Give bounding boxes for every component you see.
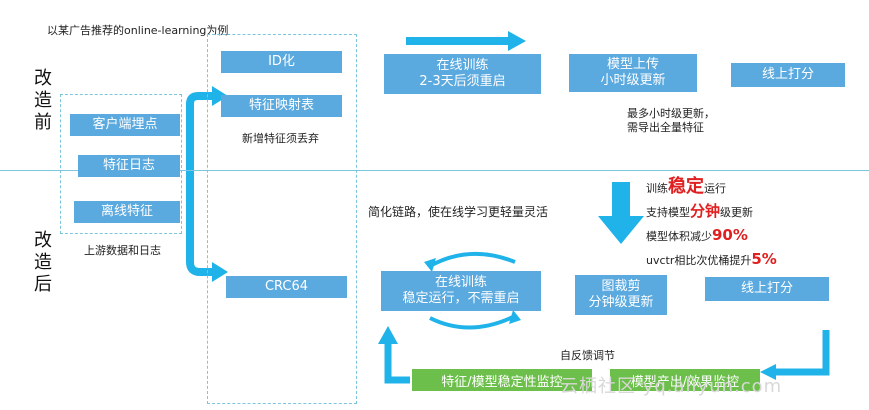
feedback-loop xyxy=(384,330,830,384)
client-tracking-box: 客户端埋点 xyxy=(70,114,180,136)
model-upload-box: 模型上传 小时级更新 xyxy=(569,54,697,92)
improvement-item: uvctr相比次优桶提升5% xyxy=(646,248,777,272)
improvement-text: uvctr相比次优桶提升 xyxy=(646,254,752,267)
before-train-line2: 2-3天后须重启 xyxy=(419,74,506,89)
upload-line2: 小时级更新 xyxy=(600,73,666,88)
after-online-training-box: 在线训练 稳定运行，不需重启 xyxy=(381,271,541,311)
improvement-text: 运行 xyxy=(704,182,726,195)
after-online-scoring-box: 线上打分 xyxy=(705,277,829,301)
feedback-head-left xyxy=(378,326,398,344)
rotation-arrows xyxy=(429,252,516,330)
rotation-head-2 xyxy=(509,310,521,324)
improvement-highlight: 稳定 xyxy=(668,176,704,197)
prune-line2: 分钟级更新 xyxy=(588,295,654,310)
feedback-head-right xyxy=(760,364,776,380)
improvement-text: 训练 xyxy=(646,182,668,195)
before-note: 最多小时级更新， 需导出全量特征 xyxy=(627,107,715,135)
feature-log-box: 特征日志 xyxy=(78,155,180,177)
side-label-after-char: 改 xyxy=(34,230,52,251)
feature-group xyxy=(207,34,357,404)
rotation-head-1 xyxy=(424,258,436,272)
improvement-highlight: 分钟 xyxy=(690,202,721,220)
big-down-arrow xyxy=(598,182,644,244)
top-flow-arrow xyxy=(406,31,526,51)
feedback-label: 自反馈调节 xyxy=(560,349,615,362)
before-after-separator xyxy=(0,170,869,171)
after-train-line1: 在线训练 xyxy=(434,275,487,290)
improvement-highlight: 90% xyxy=(712,226,748,244)
offline-feature-box: 离线特征 xyxy=(74,201,180,223)
side-label-before: 改 造 前 xyxy=(32,68,54,134)
before-note-line2: 需导出全量特征 xyxy=(627,121,704,134)
side-label-before-char: 前 xyxy=(34,112,52,133)
feature-map-table-box: 特征映射表 xyxy=(221,95,342,117)
improvement-highlight: 5% xyxy=(751,250,777,268)
after-train-line2: 稳定运行，不需重启 xyxy=(402,291,520,306)
crc64-box: CRC64 xyxy=(226,276,347,298)
improvement-text: 模型体积减少 xyxy=(646,230,712,243)
side-label-before-char: 改 xyxy=(34,68,52,89)
simplify-note: 简化链路，使在线学习更轻量灵活 xyxy=(368,205,549,219)
improvement-text: 支持模型 xyxy=(646,206,690,219)
prune-line1: 图裁剪 xyxy=(601,279,641,294)
before-note-line1: 最多小时级更新， xyxy=(627,107,715,120)
graph-pruning-box: 图裁剪 分钟级更新 xyxy=(575,275,667,315)
branch-arrows xyxy=(186,92,214,276)
improvement-item: 模型体积减少90% xyxy=(646,224,777,248)
side-label-after-char: 造 xyxy=(34,252,52,273)
branch-arrow-down-head xyxy=(212,262,228,282)
upload-line1: 模型上传 xyxy=(606,57,659,72)
side-label-after-char: 后 xyxy=(34,274,52,295)
improvement-item: 训练稳定运行 xyxy=(646,176,777,200)
before-online-scoring-box: 线上打分 xyxy=(731,63,845,87)
upstream-group xyxy=(60,94,182,234)
improvement-text: 级更新 xyxy=(720,206,754,219)
watermark: 云栖社区 yq.aliyun.com xyxy=(560,376,783,397)
example-note: 以某广告推荐的online-learning为例 xyxy=(47,24,229,37)
before-online-training-box: 在线训练 2-3天后须重启 xyxy=(384,54,541,94)
stability-monitor-box: 特征/模型稳定性监控 xyxy=(412,369,592,391)
before-train-line1: 在线训练 xyxy=(436,58,489,73)
upstream-caption: 上游数据和日志 xyxy=(84,244,161,257)
mapping-note: 新增特征须丢弃 xyxy=(242,132,319,145)
branch-arrow-up-head xyxy=(212,86,228,106)
output-monitor-box: 模型产出/效果监控 xyxy=(610,369,760,391)
side-label-before-char: 造 xyxy=(34,90,52,111)
side-label-after: 改 造 后 xyxy=(32,230,54,296)
improvements-list: 训练稳定运行 支持模型分钟级更新 模型体积减少90% uvctr相比次优桶提升5… xyxy=(646,176,777,272)
improvement-item: 支持模型分钟级更新 xyxy=(646,200,777,224)
id-mapping-box: ID化 xyxy=(221,51,342,73)
